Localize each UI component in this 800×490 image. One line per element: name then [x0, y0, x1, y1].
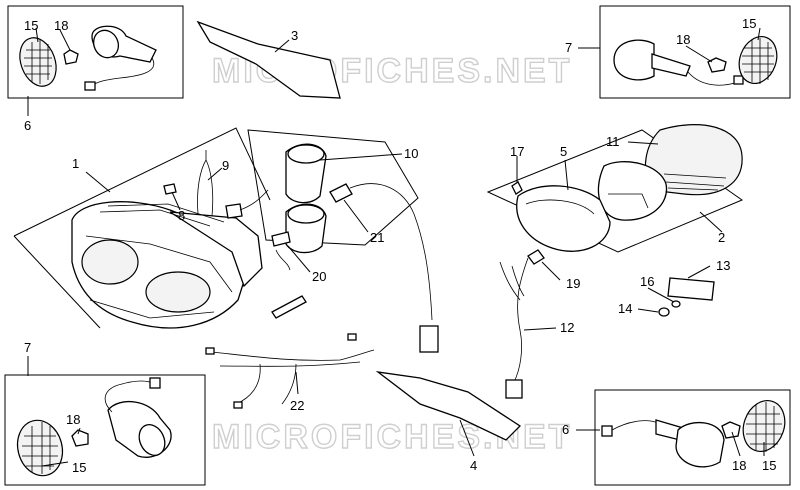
headlight-harness-icon — [349, 183, 433, 321]
bulb-holder-icon — [285, 143, 327, 254]
callout-18: 18 — [54, 18, 68, 33]
spring-clip-icon — [197, 150, 214, 217]
inset-rear-signal-left — [7, 5, 184, 99]
reflector-strip-top-icon — [196, 20, 341, 99]
signal-housing-icon — [613, 39, 655, 81]
bulb-icon — [721, 421, 741, 439]
bulb-icon — [329, 183, 353, 203]
callout-18: 18 — [66, 412, 80, 427]
bulb-icon — [527, 249, 545, 265]
callout-19: 19 — [566, 276, 580, 291]
callout-9: 9 — [222, 158, 229, 173]
callout-18: 18 — [676, 32, 690, 47]
callout-16: 16 — [640, 274, 654, 289]
callout-8: 8 — [178, 208, 185, 223]
callout-3: 3 — [291, 28, 298, 43]
bolt-icon — [271, 295, 307, 319]
callout-7: 7 — [565, 40, 572, 55]
inset-rear-signal-right — [599, 5, 791, 99]
bulb-icon — [63, 49, 79, 65]
signal-housing-icon — [675, 421, 725, 468]
callout-15: 15 — [24, 18, 38, 33]
tail-light-housing-icon — [516, 185, 611, 252]
callout-5: 5 — [560, 144, 567, 159]
callout-17: 17 — [510, 144, 524, 159]
callout-14: 14 — [618, 301, 632, 316]
headlight-icon — [71, 201, 263, 329]
callout-7: 7 — [24, 340, 31, 355]
tail-harness-icon — [499, 257, 529, 383]
inset-front-signal-left — [4, 374, 206, 486]
watermark-bottom: MICROFICHES.NET — [212, 418, 572, 456]
washer-icon — [671, 300, 681, 308]
callout-15: 15 — [742, 16, 756, 31]
callout-4: 4 — [470, 458, 477, 473]
signal-lens-icon — [16, 419, 64, 477]
screw-icon — [511, 181, 523, 195]
reflector-strip-bottom-icon — [375, 371, 522, 441]
callout-13: 13 — [716, 258, 730, 273]
wiring-harness-icon — [211, 349, 375, 405]
bulb-icon — [707, 57, 727, 73]
callout-15: 15 — [762, 458, 776, 473]
callout-12: 12 — [560, 320, 574, 335]
callout-6: 6 — [562, 422, 569, 437]
nut-icon — [658, 307, 670, 317]
callout-1: 1 — [72, 156, 79, 171]
callout-10: 10 — [404, 146, 418, 161]
tail-light-icon — [597, 161, 668, 221]
screw-icon — [163, 183, 177, 195]
callout-20: 20 — [312, 269, 326, 284]
callout-15: 15 — [72, 460, 86, 475]
license-light-icon — [667, 277, 715, 301]
callout-22: 22 — [290, 398, 304, 413]
callout-2: 2 — [718, 230, 725, 245]
bulb-icon — [271, 231, 291, 247]
callout-6: 6 — [24, 118, 31, 133]
callout-21: 21 — [370, 230, 384, 245]
leader-lines — [27, 27, 765, 467]
callout-numbers: 15 18 6 3 7 18 15 1 9 8 10 21 20 22 7 18… — [24, 16, 776, 475]
callout-18: 18 — [732, 458, 746, 473]
callout-11: 11 — [606, 134, 620, 149]
bulb-icon — [71, 429, 89, 447]
